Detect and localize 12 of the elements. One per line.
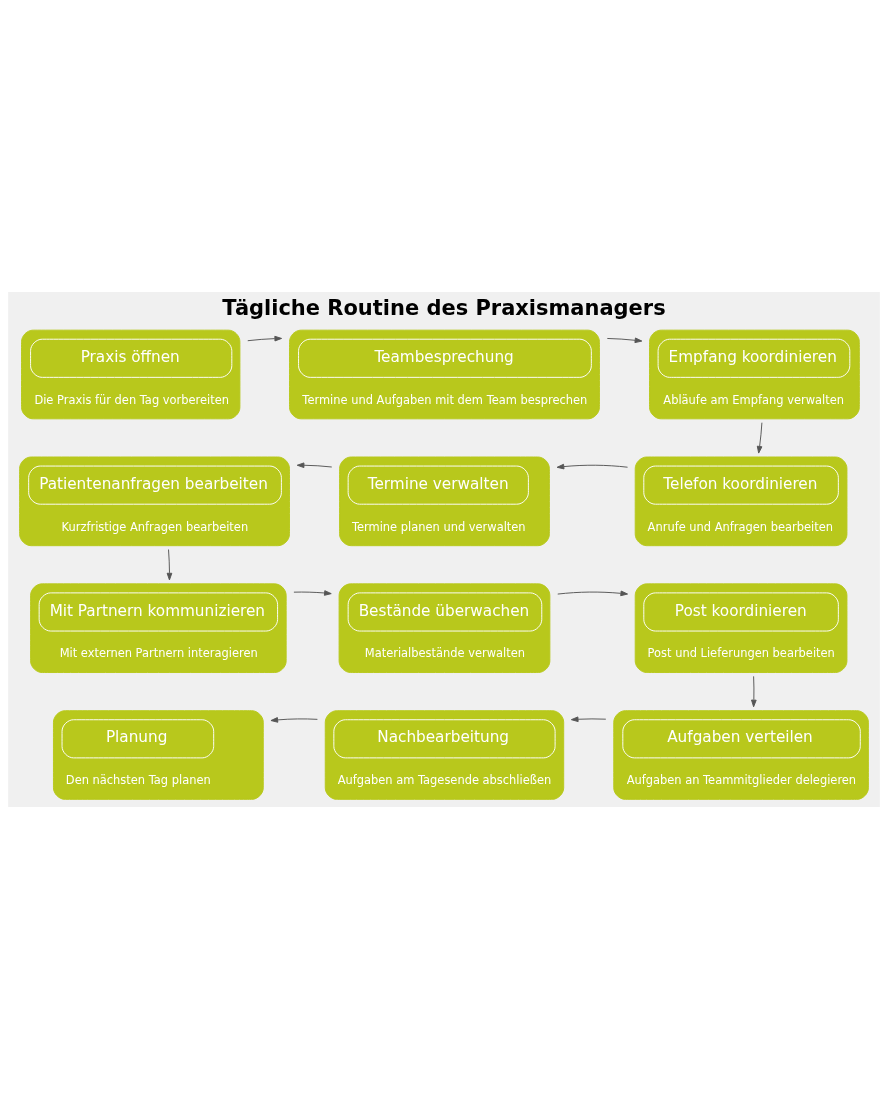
arrow	[570, 716, 607, 723]
arrow	[606, 337, 643, 344]
arrow	[556, 463, 629, 470]
arrow	[247, 335, 283, 342]
diagram-title: Tägliche Routine des Praxismanagers	[222, 296, 666, 321]
arrow	[751, 675, 757, 708]
arrow	[296, 462, 333, 469]
arrow	[756, 422, 763, 454]
arrow	[293, 590, 332, 596]
arrow	[166, 549, 173, 581]
arrow	[270, 717, 318, 723]
arrow	[557, 590, 629, 597]
